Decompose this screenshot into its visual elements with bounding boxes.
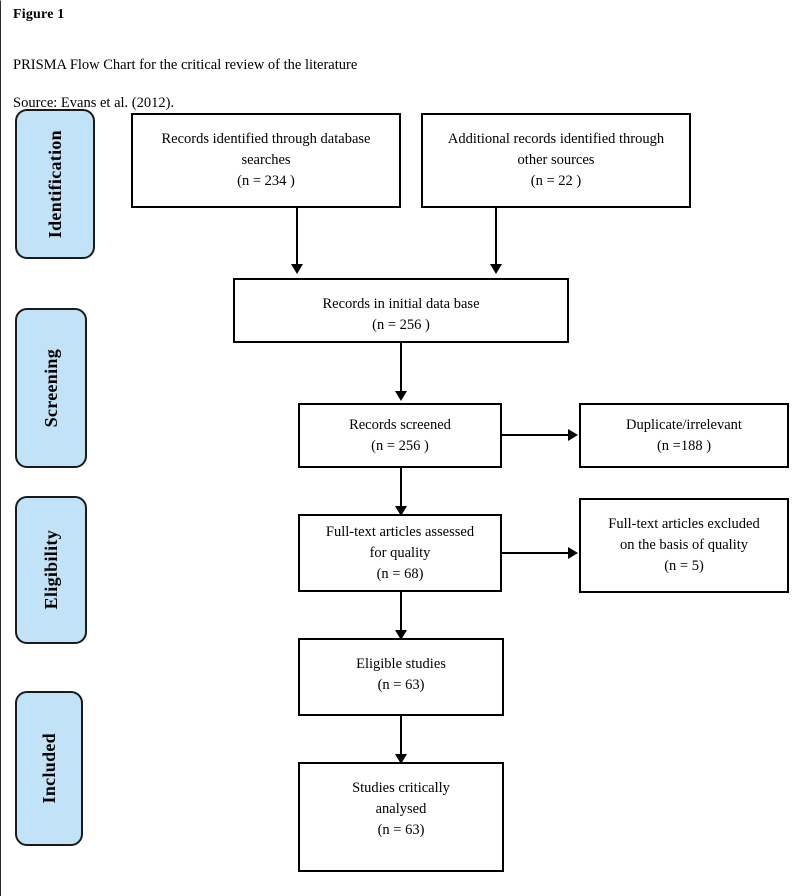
connector-line-db-to-initial [296,208,298,266]
node-text-eligible-studies: Eligible studies (n = 63) [356,656,446,693]
stage-banner-eligibility: Eligibility [15,496,87,644]
connector-arrow-other-to-initial [490,264,502,274]
node-text-additional-records-other-sources: Additional records identified through ot… [447,131,665,189]
node-duplicate-irrelevant: Duplicate/irrelevant (n =188 ) [579,403,789,468]
node-text-duplicate-irrelevant: Duplicate/irrelevant (n =188 ) [626,416,742,454]
node-additional-records-other-sources: Additional records identified through ot… [421,113,691,208]
node-text-records-screened: Records screened (n = 256 ) [349,416,451,454]
connector-arrow-db-to-initial [291,264,303,274]
stage-label-eligibility: Eligibility [40,530,61,610]
connector-line-other-to-initial [495,208,497,266]
node-records-initial-database: Records in initial data base (n = 256 ) [233,278,569,343]
connector-arrow-fulltext-to-excluded [568,547,578,559]
caption-line-1: PRISMA Flow Chart for the critical revie… [13,57,358,73]
stage-banner-identification: Identification [15,109,95,259]
connector-arrow-eligible-to-analysed [395,754,407,764]
connector-arrow-screened-to-duplicate [568,429,578,441]
node-records-identified-database: Records identified through database sear… [131,113,401,208]
stage-label-screening: Screening [40,348,61,428]
connector-arrow-screened-to-fulltext [395,506,407,516]
node-studies-critically-analysed: Studies critically analysed (n = 63) [298,762,504,872]
connector-line-fulltext-to-excluded [502,552,570,554]
stage-label-identification: Identification [44,129,65,239]
node-text-studies-critically-analysed: Studies critically analysed (n = 63) [352,780,450,838]
node-eligible-studies: Eligible studies (n = 63) [298,638,504,716]
stage-label-included: Included [38,733,59,804]
connector-arrow-fulltext-to-eligible [395,630,407,640]
node-fulltext-excluded: Full-text articles excluded on the basis… [579,498,789,593]
connector-arrow-initial-to-screened [395,391,407,401]
connector-line-screened-to-duplicate [502,434,570,436]
connector-line-fulltext-to-eligible [400,592,402,632]
figure-label: Figure 1 [13,7,65,22]
node-records-screened: Records screened (n = 256 ) [298,403,502,468]
figure-caption: PRISMA Flow Chart for the critical revie… [13,37,357,132]
node-text-fulltext-assessed: Full-text articles assessed for quality … [325,523,475,582]
connector-line-eligible-to-analysed [400,716,402,756]
node-text-records-initial-database: Records in initial data base (n = 256 ) [322,296,480,333]
node-text-records-identified-database: Records identified through database sear… [161,131,371,189]
stage-banner-screening: Screening [15,308,87,468]
connector-line-screened-to-fulltext [400,468,402,508]
stage-banner-included: Included [15,691,83,846]
caption-line-2: Source: Evans et al. (2012). [13,95,175,111]
node-text-fulltext-excluded: Full-text articles excluded on the basis… [608,516,760,574]
node-fulltext-assessed: Full-text articles assessed for quality … [298,514,502,592]
connector-line-initial-to-screened [400,343,402,393]
